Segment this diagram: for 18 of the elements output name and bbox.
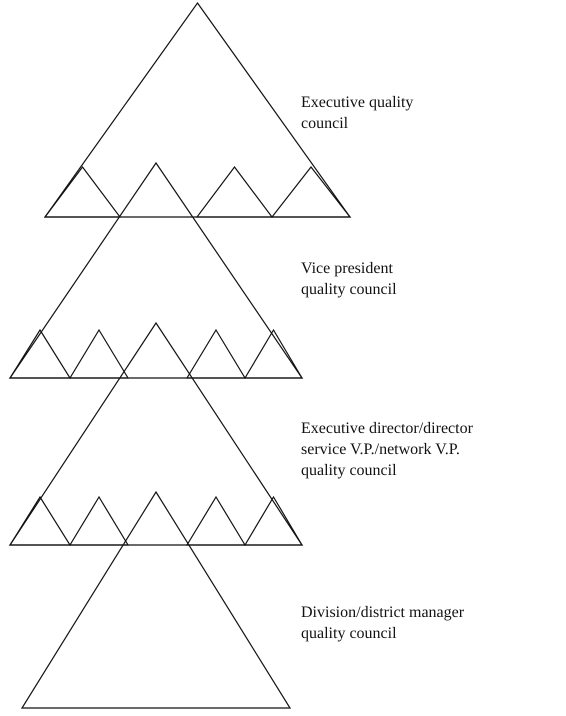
pyramid-triangle [10,323,302,545]
small-triangle [70,497,128,545]
small-triangle [45,167,120,217]
small-triangle [187,497,245,545]
small-triangle [245,330,302,378]
small-triangle [70,330,128,378]
small-triangle [187,330,245,378]
small-triangle [10,497,70,545]
council-label: Executive director/director service V.P./network V.P. quality council [301,419,474,481]
small-triangle [10,330,70,378]
pyramid-triangle [10,163,302,378]
small-triangle [245,497,302,545]
small-triangle [197,167,272,217]
pyramid-triangle [22,492,290,708]
council-label: Division/district manager quality council [301,603,466,644]
small-triangle [272,167,350,217]
council-label: Vice president quality council [301,259,398,300]
council-label: Executive quality council [301,93,414,134]
